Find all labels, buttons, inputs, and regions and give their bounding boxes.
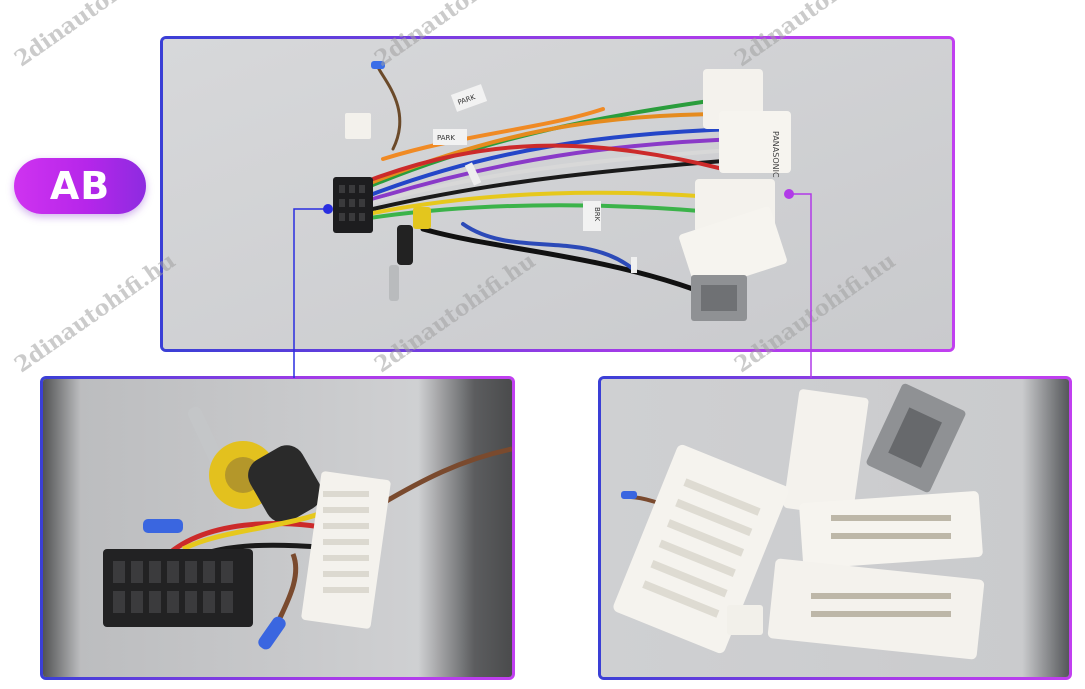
harness-illustration: PANASONIC PARK PARK BRK	[163, 39, 952, 349]
iso-connector-illustration	[43, 379, 512, 677]
watermark-1: 2dinautohifi.hu	[9, 0, 181, 73]
vehicle-connectors-illustration	[601, 379, 1069, 677]
vehicle-connectors-closeup-photo	[598, 376, 1072, 680]
wire-tag-3: BRK	[593, 207, 601, 222]
model-badge: AB	[14, 158, 146, 214]
connector-label: PANASONIC	[771, 131, 780, 178]
watermark-4: 2dinautohifi.hu	[9, 247, 181, 379]
harness-overview-photo: PANASONIC PARK PARK BRK	[160, 36, 955, 352]
wire-tag-2: PARK	[437, 134, 455, 142]
iso-connector-closeup-photo	[40, 376, 515, 680]
badge-label: AB	[49, 164, 111, 208]
